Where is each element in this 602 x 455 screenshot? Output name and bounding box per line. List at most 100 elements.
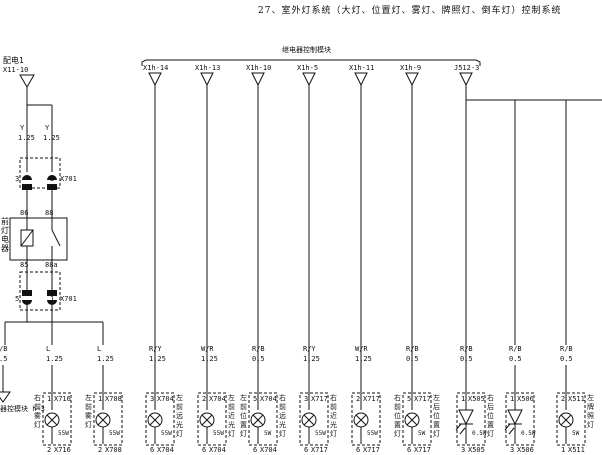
pin-terminal-icon — [200, 72, 214, 87]
wire-color-label: L — [97, 345, 101, 353]
wire-gauge-label: 1.25 — [303, 355, 320, 363]
module-pin-label: X1h-14 — [143, 64, 168, 72]
lamp-top-pin: 2 — [356, 395, 360, 403]
wire-color-label: R/B — [252, 345, 265, 353]
relay-upper-pin-2: 2 — [50, 175, 54, 183]
relay-upper-wire-color-1: Y — [20, 124, 25, 132]
lamp-wattage: 55W — [367, 430, 378, 437]
pin-terminal-icon — [302, 72, 316, 87]
lamp-bottom-connector: X717 — [414, 446, 431, 454]
lamp-top-connector: X717 — [363, 395, 380, 403]
lamp-right-label: 右前近光灯 — [330, 393, 337, 438]
wire-gauge-label: 0.5 — [460, 355, 473, 363]
left-module-label: 器控模块 h-3 — [0, 404, 45, 413]
lamp-top-pin: 3 — [304, 395, 308, 403]
module-pin-label: X1h-13 — [195, 64, 220, 72]
module-pin-label: X1h-9 — [400, 64, 421, 72]
lamp-top-connector: X506 — [517, 395, 534, 403]
lamp-wattage: 5W — [264, 430, 272, 437]
lamp-top-connector: X708 — [105, 395, 122, 403]
relay-lower-connector-icon — [22, 290, 57, 305]
wire-color-label: R/B — [560, 345, 573, 353]
relay-body — [9, 217, 68, 261]
lamp-top-pin: 1 — [98, 395, 102, 403]
lamp-right-label: 右前远光灯 — [279, 393, 286, 438]
lamp-left-label: 右前位置灯 — [394, 393, 401, 438]
lamp-top-pin: 1 — [461, 395, 465, 403]
module-bracket — [141, 59, 481, 66]
relay-terminal-88a: 88a — [45, 261, 58, 269]
lamp-bottom-pin: 1 — [561, 446, 565, 454]
wire-color-label: R/Y — [149, 345, 162, 353]
lamp-right-label: 左前近光灯 — [228, 393, 235, 438]
pin-terminal-icon — [148, 72, 162, 87]
lamp-top-pin: 5 — [407, 395, 411, 403]
wire-gauge-label: .5 — [0, 355, 7, 363]
relay-upper-connector-name: X701 — [60, 175, 77, 183]
lamp-bottom-pin: 6 — [304, 446, 308, 454]
lamp-wattage: 55W — [315, 430, 326, 437]
wire-gauge-label: 0.5 — [252, 355, 265, 363]
page-title: 27、室外灯系统（大灯、位置灯、雾灯、牌照灯、倒车灯）控制系统 — [258, 6, 562, 16]
lamp-bottom-connector: X716 — [54, 446, 71, 454]
lamp-top-pin: 3 — [150, 395, 154, 403]
lamp-bottom-pin: 3 — [461, 446, 465, 454]
power-terminal-icon — [19, 74, 35, 88]
lamp-bottom-connector: X717 — [363, 446, 380, 454]
lamp-top-connector: X511 — [568, 395, 585, 403]
lamp-bottom-pin: 2 — [47, 446, 51, 454]
relay-upper-pin-1: 3 — [15, 175, 19, 183]
wire-color-label: L — [46, 345, 50, 353]
lamp-left-label: 右前雾灯 — [34, 393, 41, 429]
pin-terminal-icon — [354, 72, 368, 87]
lamp-right-label: 右后位置灯 — [487, 393, 494, 438]
lamp-top-pin: 1 — [510, 395, 514, 403]
lamp-wattage: 0.5W — [521, 430, 536, 437]
lamp-bottom-connector: X704 — [260, 446, 277, 454]
lamp-bottom-pin: 6 — [356, 446, 360, 454]
led-icon — [458, 409, 474, 426]
lamp-bottom-pin: 6 — [407, 446, 411, 454]
lamp-bottom-connector: X505 — [468, 446, 485, 454]
lamp-top-pin: 5 — [253, 395, 257, 403]
lamp-right-label: 左牌照灯 — [587, 393, 594, 429]
lamp-top-connector: X716 — [54, 395, 71, 403]
relay-upper-connector-frame — [19, 157, 61, 189]
pin-terminal-icon — [251, 72, 265, 87]
relay-lower-connector-name: X701 — [60, 295, 77, 303]
lamp-bottom-pin: 3 — [510, 446, 514, 454]
lamp-top-connector: X717 — [414, 395, 431, 403]
module-pin-label: X1h-10 — [246, 64, 271, 72]
relay-upper-wire-gauge-1: 1.25 — [18, 134, 35, 142]
led-icon — [507, 409, 523, 426]
lamp-wattage: 55W — [58, 430, 69, 437]
wire-color-label: W/R — [355, 345, 368, 353]
lamp-top-connector: X717 — [311, 395, 328, 403]
wire-gauge-label: 1.25 — [201, 355, 218, 363]
lamp-right-label: 左前远光灯 — [176, 393, 183, 438]
lamp-bottom-connector: X704 — [209, 446, 226, 454]
lamp-wattage: 55W — [213, 430, 224, 437]
module-pin-label: X1h-5 — [297, 64, 318, 72]
module-pin-label: J512-3 — [454, 64, 479, 72]
power-pin: X11-10 — [3, 66, 28, 74]
lamp-bottom-connector: X506 — [517, 446, 534, 454]
lamp-left-label: 左前雾灯 — [85, 393, 92, 429]
relay-lower-pin-1: 5 — [15, 295, 19, 303]
relay-upper-wire-color-2: Y — [45, 124, 50, 132]
lamp-wattage: 55W — [161, 430, 172, 437]
relay-terminal-88: 88 — [45, 209, 53, 217]
module-pin-label: X1h-11 — [349, 64, 374, 72]
lamp-bottom-connector: X704 — [157, 446, 174, 454]
relay-upper-connector-icon — [22, 175, 57, 190]
lamp-wattage: 5W — [572, 430, 580, 437]
module-label: 继电器控制模块 — [282, 45, 331, 54]
lamp-top-connector: X704 — [260, 395, 277, 403]
